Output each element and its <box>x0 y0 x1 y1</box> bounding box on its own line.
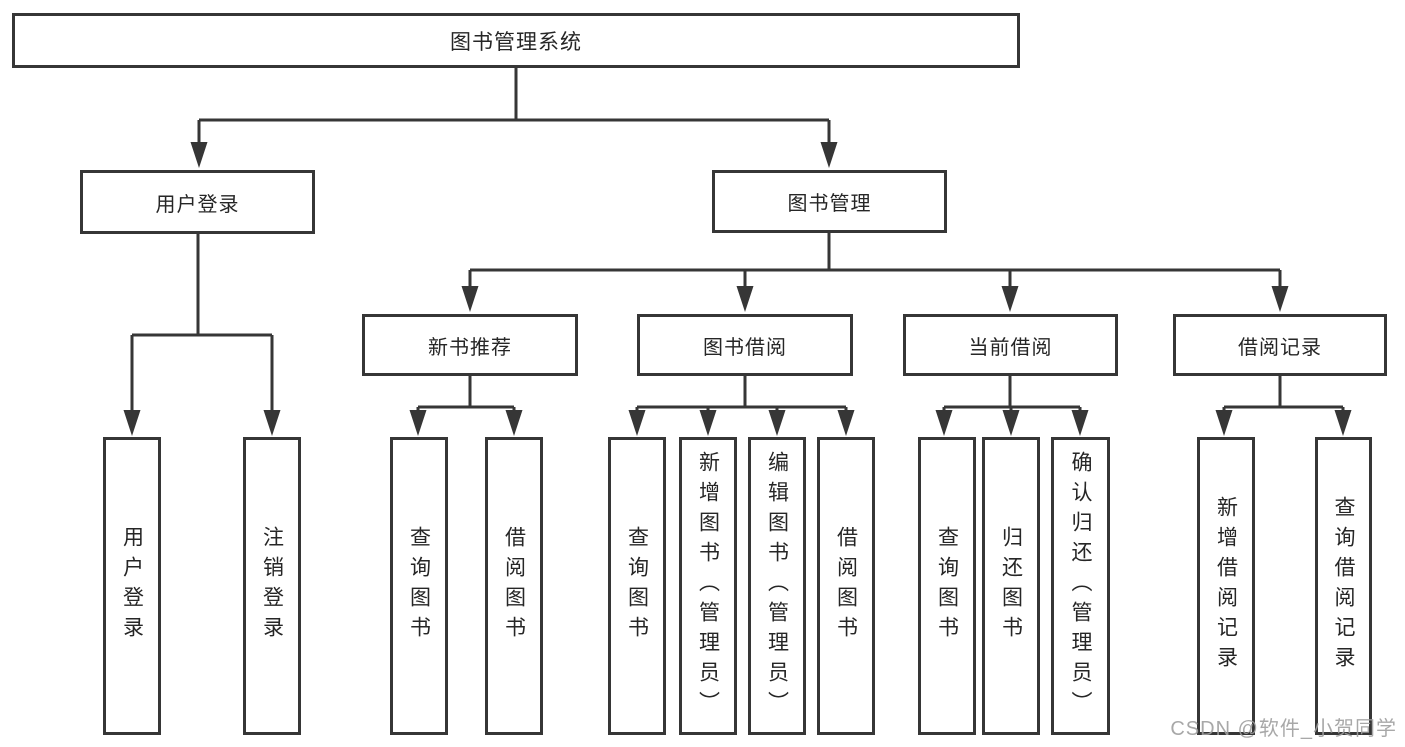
leaf-borrowing-borrow-books: 借阅图书 <box>817 437 875 735</box>
node-label: 新书推荐 <box>428 336 512 359</box>
node-label: 查询借阅记录 <box>1332 496 1355 676</box>
node-label: 当前借阅 <box>968 336 1053 359</box>
node-label: 用户登录 <box>155 193 240 216</box>
leaf-borrowing-add-books-admin: 新增图书（管理员） <box>679 437 737 735</box>
node-label: 新增图书（管理员） <box>696 451 720 721</box>
node-label: 查询图书 <box>625 526 649 646</box>
leaf-user-login: 用户登录 <box>103 437 161 735</box>
leaf-borrowing-edit-books-admin: 编辑图书（管理员） <box>748 437 806 735</box>
node-label: 归还图书 <box>999 526 1023 646</box>
node-label: 借阅图书 <box>502 526 526 646</box>
node-label: 用户登录 <box>120 526 144 646</box>
leaf-current-confirm-return-admin: 确认归还（管理员） <box>1051 437 1110 735</box>
node-label: 注销登录 <box>260 526 284 646</box>
node-borrowing-records: 借阅记录 <box>1173 314 1387 376</box>
node-new-book-recommendation: 新书推荐 <box>362 314 578 376</box>
leaf-records-query-record: 查询借阅记录 <box>1315 437 1372 735</box>
node-label: 新增借阅记录 <box>1214 496 1238 676</box>
leaf-newbook-borrow-books: 借阅图书 <box>485 437 543 735</box>
node-label: 图书借阅 <box>703 336 787 359</box>
leaf-newbook-query-books: 查询图书 <box>390 437 448 735</box>
node-book-borrowing: 图书借阅 <box>637 314 853 376</box>
node-label: 图书管理 <box>787 193 872 215</box>
csdn-watermark: CSDN @软件_小贺同学 <box>1170 718 1397 740</box>
leaf-records-add-record: 新增借阅记录 <box>1197 437 1255 735</box>
node-label: 借阅图书 <box>834 526 858 646</box>
leaf-logout: 注销登录 <box>243 437 301 735</box>
leaf-current-return-books: 归还图书 <box>982 437 1040 735</box>
leaf-current-query-books: 查询图书 <box>918 437 976 735</box>
node-root-system: 图书管理系统 <box>12 13 1020 68</box>
node-label: 确认归还（管理员） <box>1069 451 1092 721</box>
node-label: 图书管理系统 <box>450 30 582 54</box>
node-label: 查询图书 <box>407 526 431 646</box>
node-label: 编辑图书（管理员） <box>765 451 789 721</box>
node-book-management: 图书管理 <box>712 170 947 233</box>
node-current-borrowing: 当前借阅 <box>903 314 1118 376</box>
node-label: 查询图书 <box>935 526 959 646</box>
leaf-borrowing-query-books: 查询图书 <box>608 437 666 735</box>
node-label: 借阅记录 <box>1238 336 1322 359</box>
node-user-login: 用户登录 <box>80 170 315 234</box>
